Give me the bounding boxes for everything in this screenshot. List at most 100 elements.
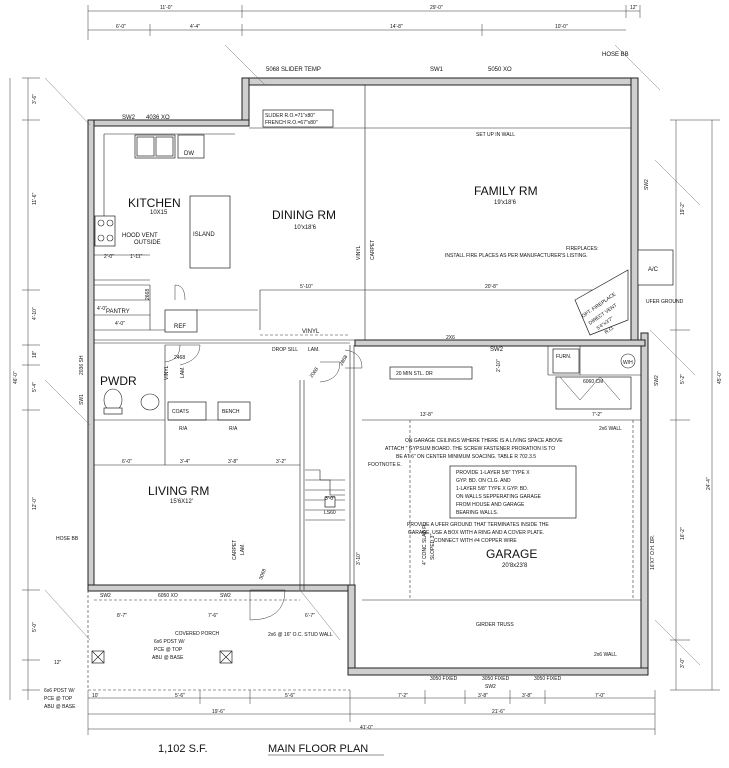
right-dimension-text: 19'-2" 5'-2" 24'-4" 16'-2" 3'-0" 45'-0" [680, 202, 723, 668]
ref-label: REF [174, 324, 186, 330]
corner-marks [44, 44, 701, 666]
oh-door: 16'X7' O.H. DR. [650, 535, 656, 570]
sw2-kitchen: SW2 [122, 115, 136, 121]
dim-int-11: 13'-8" [420, 412, 433, 418]
dimension-lines [9, 5, 720, 735]
dim-bot-3: 5'-6" [285, 693, 295, 699]
dim-int-17: 7'-6" [208, 613, 218, 619]
lam2-label: LAM. [180, 366, 186, 378]
door-2068: 2068 [309, 366, 320, 379]
dim-int-5: 4'-0" [97, 306, 107, 312]
dim-right-5: 3'-0" [680, 658, 686, 668]
dim-left-3: 4'-10" [32, 307, 38, 320]
fireplace-head: FIREPLACES: [566, 246, 599, 252]
two-x6: 2X6 [446, 335, 455, 341]
family-size: 19'x18'6 [494, 200, 517, 206]
ufer-2: GARAGE. USE A BOX WITH A RING AND A COVE… [408, 530, 544, 536]
interior-dimension-text: 5'-10" 20'-8" 2'-0" 1'-11" 4'-0" 4'-0" 6… [97, 254, 602, 619]
dim-left-5: 5'-4" [32, 382, 38, 392]
dim-int-4: 1'-11" [130, 254, 143, 260]
square-footage: 1,102 S.F. [158, 743, 208, 755]
dim-left-7: 5'-0" [32, 622, 38, 632]
fireplace-note: INSTALL FIRE PLACES AS PER MANUFACTURER'… [445, 253, 588, 259]
post2-line2: PCE @ TOP [44, 696, 73, 702]
ufer-1: PROVIDE A UFER GROUND THAT TERMINATES IN… [407, 522, 549, 528]
ra-1: R/A [179, 426, 188, 432]
hose-bb-top: HOSE BB [602, 52, 629, 58]
gypsum-1: PROVIDE 1-LAYER 5/8" TYPE X [456, 470, 530, 476]
dim-bot-1: 10' [92, 693, 99, 699]
dim-top2-4: 10'-0" [555, 24, 568, 30]
left-dimension-text: 3'-6" 11'-6" 4'-10" 18" 5'-4" 12'-0" 5'-… [13, 94, 62, 666]
doors [164, 284, 621, 621]
dim-left-1: 3'-6" [32, 94, 38, 104]
vinyl-horizontal: VINYL [302, 329, 320, 335]
window-4036: 4036 XO [146, 115, 170, 121]
coats-label: COATS [172, 409, 190, 415]
dim-int-8: 3'-4" [180, 459, 190, 465]
two-x6-wall: 2x6 WALL [599, 426, 622, 432]
sw2-garage: SW2 [490, 347, 504, 353]
pantry-label: PANTRY [106, 309, 130, 315]
door-2868: 2868 [339, 354, 350, 367]
dim-int-9: 3'-8" [228, 459, 238, 465]
dim-bot-5: 3'-8" [478, 693, 488, 699]
post2-line3: ABU @ BASE [44, 704, 76, 710]
dim-top-3: 12" [630, 5, 638, 11]
carpet-vertical: CARPET [370, 240, 376, 260]
powder-fixtures [103, 388, 251, 421]
dim-bot-7: 7'-0" [595, 693, 605, 699]
fire-door: 20 MIN STL. DR [396, 371, 433, 377]
dim-left-8: 12" [54, 660, 62, 666]
outside-label: OUTSIDE [134, 240, 161, 246]
dim-right-2: 5'-2" [680, 374, 686, 384]
two-x6-wall-2: 2x6 WALL [594, 652, 617, 658]
vinyl-vertical: VINYL [356, 245, 362, 260]
living-size: 15'6X12' [170, 499, 193, 505]
gar-note-3: BE AT 6" ON CENTER MINIMUM SOACING. TABL… [396, 454, 536, 460]
post1-line3: ABU @ BASE [152, 655, 184, 661]
garage-name: GARAGE [486, 547, 537, 561]
gypsum-4: ON WALLS SEPPERATING GARAGE [456, 494, 542, 500]
gypsum-5: FROM HOUSE AND GARAGE [456, 502, 525, 508]
interior-walls [94, 85, 641, 601]
dim-bot-row2-2: 21'-6" [492, 709, 505, 715]
gypsum-6: BEARING WALLS. [456, 510, 498, 516]
dim-bot-row2-1: 19'-6" [212, 709, 225, 715]
window-6050: 6050 XO [158, 593, 178, 599]
bench-label: BENCH [222, 409, 240, 415]
hood-label: HOOD VENT [122, 233, 158, 239]
exterior-walls [87, 77, 649, 676]
dim-right-4: 16'-2" [680, 527, 686, 540]
dim-right-3: 24'-4" [706, 477, 712, 490]
dim-int-1: 5'-10" [300, 284, 313, 290]
living-name: LIVING RM [148, 484, 209, 498]
dining-size: 10'x18'6 [294, 225, 317, 231]
window-6060: 6060 CM [583, 379, 603, 385]
post1-line2: PCE @ TOP [154, 647, 183, 653]
door-3068: 3068 [258, 568, 268, 581]
gar-note-2: ATTACH " GYPSUM BOARD. THE SCREW FASTENE… [385, 446, 555, 452]
ac-label: A/C [648, 267, 659, 273]
dim-bot-6: 3'-8" [522, 693, 532, 699]
covered-porch: COVERED PORCH [175, 631, 220, 637]
top-dimension-text: 11'-0" 29'-0" 12" 6'-0" 4'-4" 14'-8" 10'… [116, 5, 638, 30]
window-5050: 5050 XO [488, 67, 512, 73]
gar-note-4: FOOTNOTE E. [368, 462, 402, 468]
gar-note-1: ON GARAGE CEILINGS WHERE THERE IS A LIVI… [405, 438, 563, 444]
post1-line1: 6x6 POST W/ [154, 639, 185, 645]
dim-right-1: 19'-2" [680, 202, 686, 215]
island-label: ISLAND [193, 232, 215, 238]
slider-ro-2: FRENCH R.O.=67"x80" [265, 120, 318, 126]
plan-title: MAIN FLOOR PLAN [268, 743, 368, 755]
sw1-left: SW1 [79, 394, 85, 405]
dim-int-18: 6'-7" [305, 613, 315, 619]
dim-bot-4: 7'-2" [398, 693, 408, 699]
door-2468: 2468 [174, 355, 185, 361]
room-labels: KITCHEN 10X15 DINING RM 10'x18'6 FAMILY … [100, 184, 538, 569]
vinyl-lam: VINYL [164, 365, 170, 380]
kitchen-fixtures [94, 134, 258, 333]
stairs [305, 469, 345, 521]
lam-label: LAM. [308, 347, 320, 353]
window-3050-a: 3050 FIXED [430, 676, 458, 682]
